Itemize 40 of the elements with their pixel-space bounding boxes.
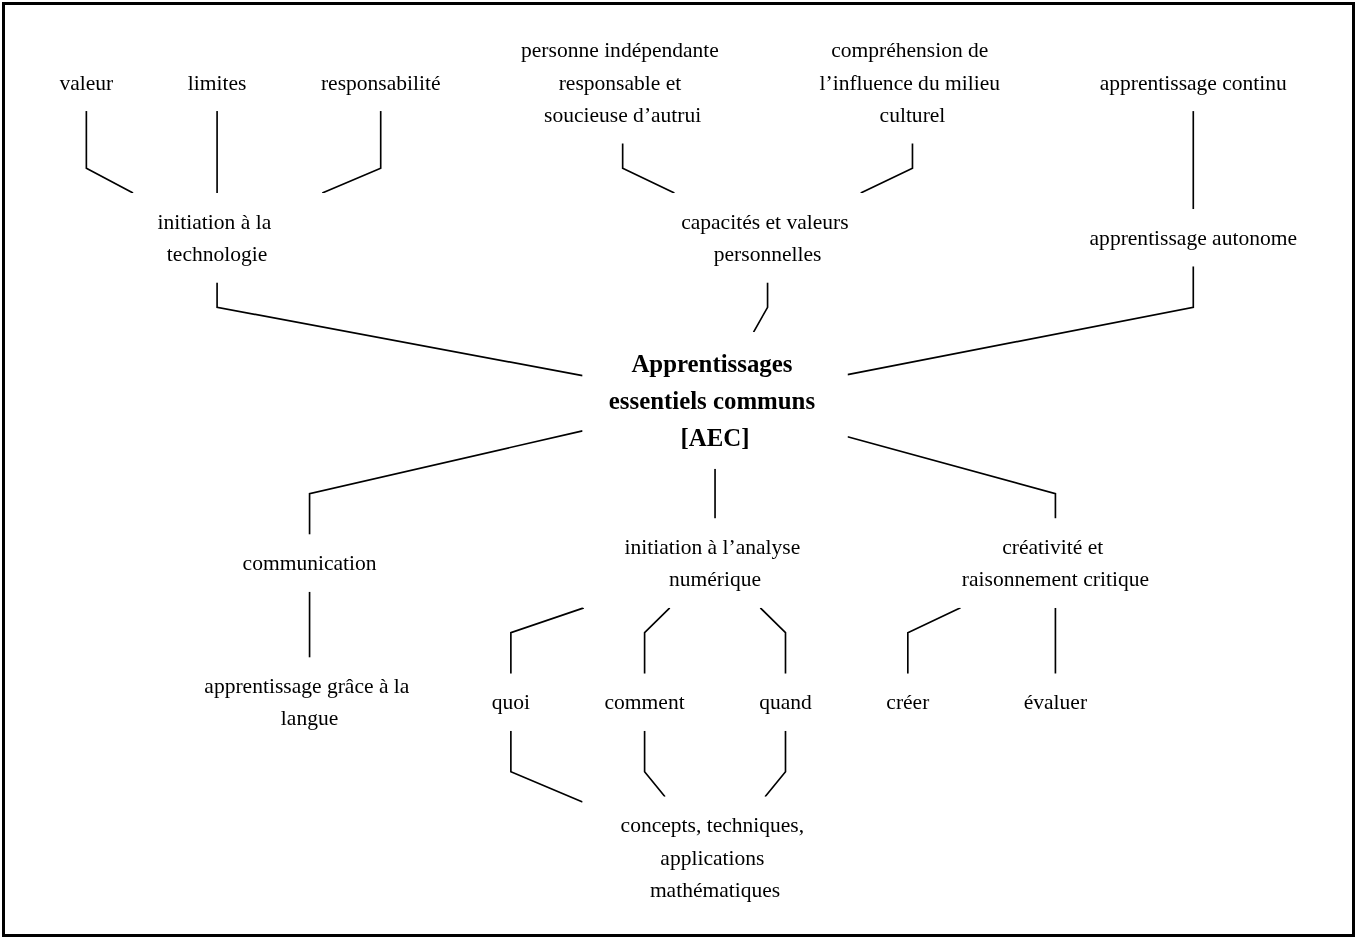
connector — [1054, 606, 1057, 675]
connector — [510, 729, 584, 803]
node-text: Apprentissages essentiels communs [AEC] — [609, 349, 816, 451]
node-text: créativité et raisonnement critique — [962, 534, 1150, 591]
connector — [309, 429, 584, 535]
connector — [321, 109, 382, 194]
node-text: apprentissage grâce à la langue — [204, 673, 410, 730]
connector — [622, 142, 676, 194]
connector — [216, 109, 219, 194]
node-text: créer — [886, 689, 930, 714]
connector — [644, 606, 671, 675]
node-text: initiation à la technologie — [157, 209, 272, 266]
node-text: quoi — [492, 689, 531, 714]
node-text: compréhension de l’influence du milieu culturel — [819, 37, 1001, 127]
connector — [714, 467, 717, 519]
connector — [644, 729, 667, 797]
node-text: apprentissage continu — [1099, 69, 1288, 94]
node-text: capacités et valeurs personnelles — [681, 209, 849, 266]
connector — [85, 109, 135, 194]
node-text: apprentissage autonome — [1089, 225, 1298, 250]
node-text: comment — [604, 689, 685, 714]
connector — [846, 435, 1057, 519]
node-text: initiation à l’analyse numérique — [624, 534, 801, 591]
connector — [860, 142, 914, 194]
connector — [216, 281, 584, 376]
node-text: responsabilité — [321, 69, 441, 94]
node-text: concepts, techniques, applications mathématiques — [620, 812, 805, 902]
connector — [759, 606, 787, 675]
connector — [764, 729, 787, 797]
node-text: valeur — [59, 69, 114, 94]
node-text: évaluer — [1024, 689, 1088, 714]
node-text: quand — [759, 689, 813, 714]
node-text: personne indépendante responsable et soucieuse d’autrui — [521, 37, 720, 127]
connector — [510, 606, 585, 675]
connector — [846, 265, 1195, 375]
connector — [309, 590, 311, 658]
node-text: communication — [242, 550, 377, 575]
node-text: limites — [188, 69, 247, 94]
connector — [1192, 109, 1195, 210]
connector — [753, 281, 769, 333]
